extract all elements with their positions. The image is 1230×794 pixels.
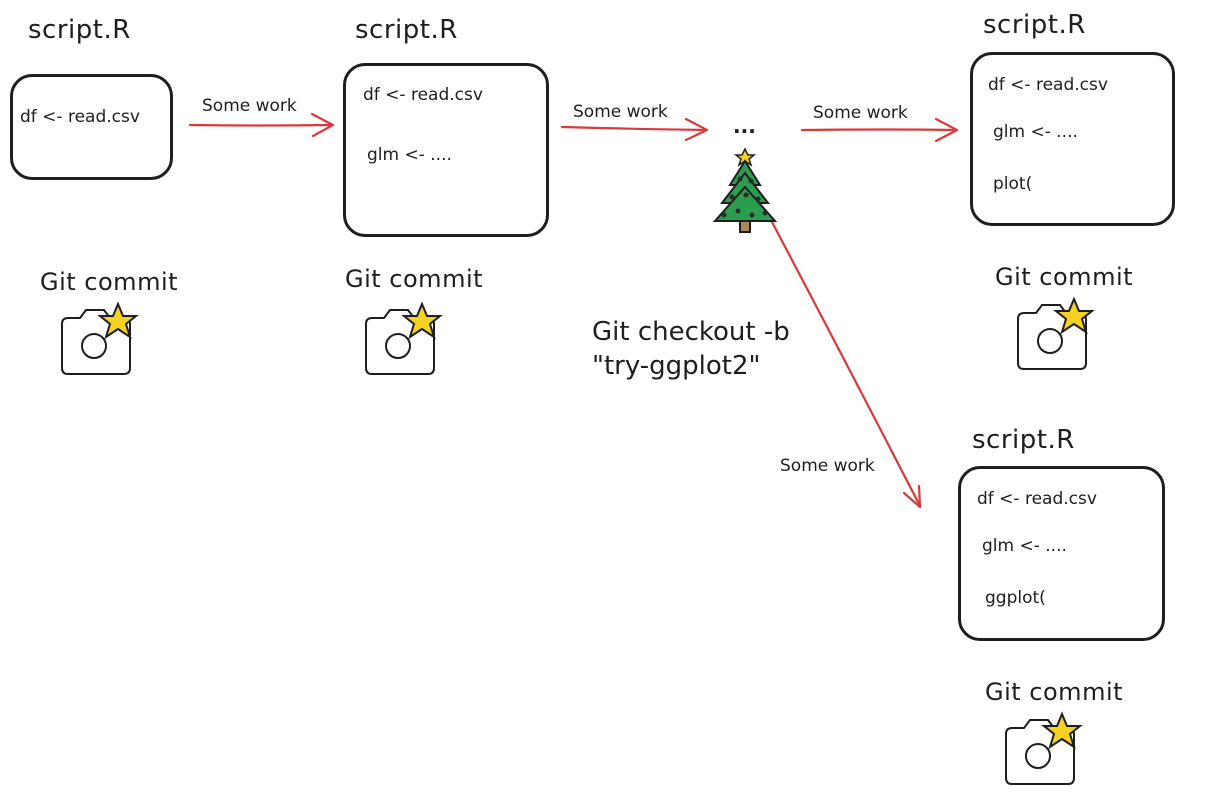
snapshot-4-line-2: glm <- .... bbox=[982, 536, 1067, 556]
snapshot-4-box bbox=[958, 466, 1165, 641]
snapshot-1-title: script.R bbox=[28, 15, 131, 45]
christmas-tree-icon bbox=[712, 147, 778, 233]
camera-star-icon bbox=[1005, 711, 1083, 785]
arrow-1-to-2 bbox=[188, 112, 335, 138]
arrow-2-to-ellipsis bbox=[560, 117, 709, 142]
snapshot-3-line-3: plot( bbox=[993, 174, 1033, 194]
arrow-branch-label: Some work bbox=[780, 456, 875, 476]
checkout-command-line-1: Git checkout -b bbox=[592, 317, 790, 347]
snapshot-3-line-1: df <- read.csv bbox=[988, 75, 1108, 95]
snapshot-1-line-1: df <- read.csv bbox=[20, 107, 140, 127]
commit-4-label: Git commit bbox=[985, 678, 1124, 706]
arrow-2-label: Some work bbox=[573, 102, 668, 122]
snapshot-3-line-2: glm <- .... bbox=[993, 122, 1078, 142]
snapshot-2-line-1: df <- read.csv bbox=[363, 85, 483, 105]
commit-3-label: Git commit bbox=[995, 263, 1134, 291]
camera-star-icon bbox=[365, 301, 443, 375]
snapshot-3-box bbox=[970, 52, 1175, 226]
snapshot-2-box bbox=[343, 63, 549, 237]
snapshot-2-line-2: glm <- .... bbox=[367, 145, 452, 165]
snapshot-4-title: script.R bbox=[972, 425, 1075, 455]
ellipsis: ... bbox=[733, 114, 756, 138]
camera-star-icon bbox=[61, 301, 139, 375]
arrow-3-label: Some work bbox=[813, 103, 908, 123]
commit-2-label: Git commit bbox=[345, 265, 484, 293]
arrow-1-label: Some work bbox=[202, 96, 297, 116]
arrow-branch-to-4 bbox=[770, 220, 922, 509]
commit-1-label: Git commit bbox=[40, 268, 179, 296]
snapshot-4-line-3: ggplot( bbox=[985, 588, 1046, 608]
snapshot-2-title: script.R bbox=[355, 15, 458, 45]
checkout-command-line-2: "try-ggplot2" bbox=[592, 351, 761, 381]
snapshot-4-line-1: df <- read.csv bbox=[977, 489, 1097, 509]
arrow-ellipsis-to-3 bbox=[800, 117, 959, 143]
camera-star-icon bbox=[1017, 296, 1095, 370]
snapshot-1-box bbox=[10, 74, 173, 180]
snapshot-3-title: script.R bbox=[983, 10, 1086, 40]
